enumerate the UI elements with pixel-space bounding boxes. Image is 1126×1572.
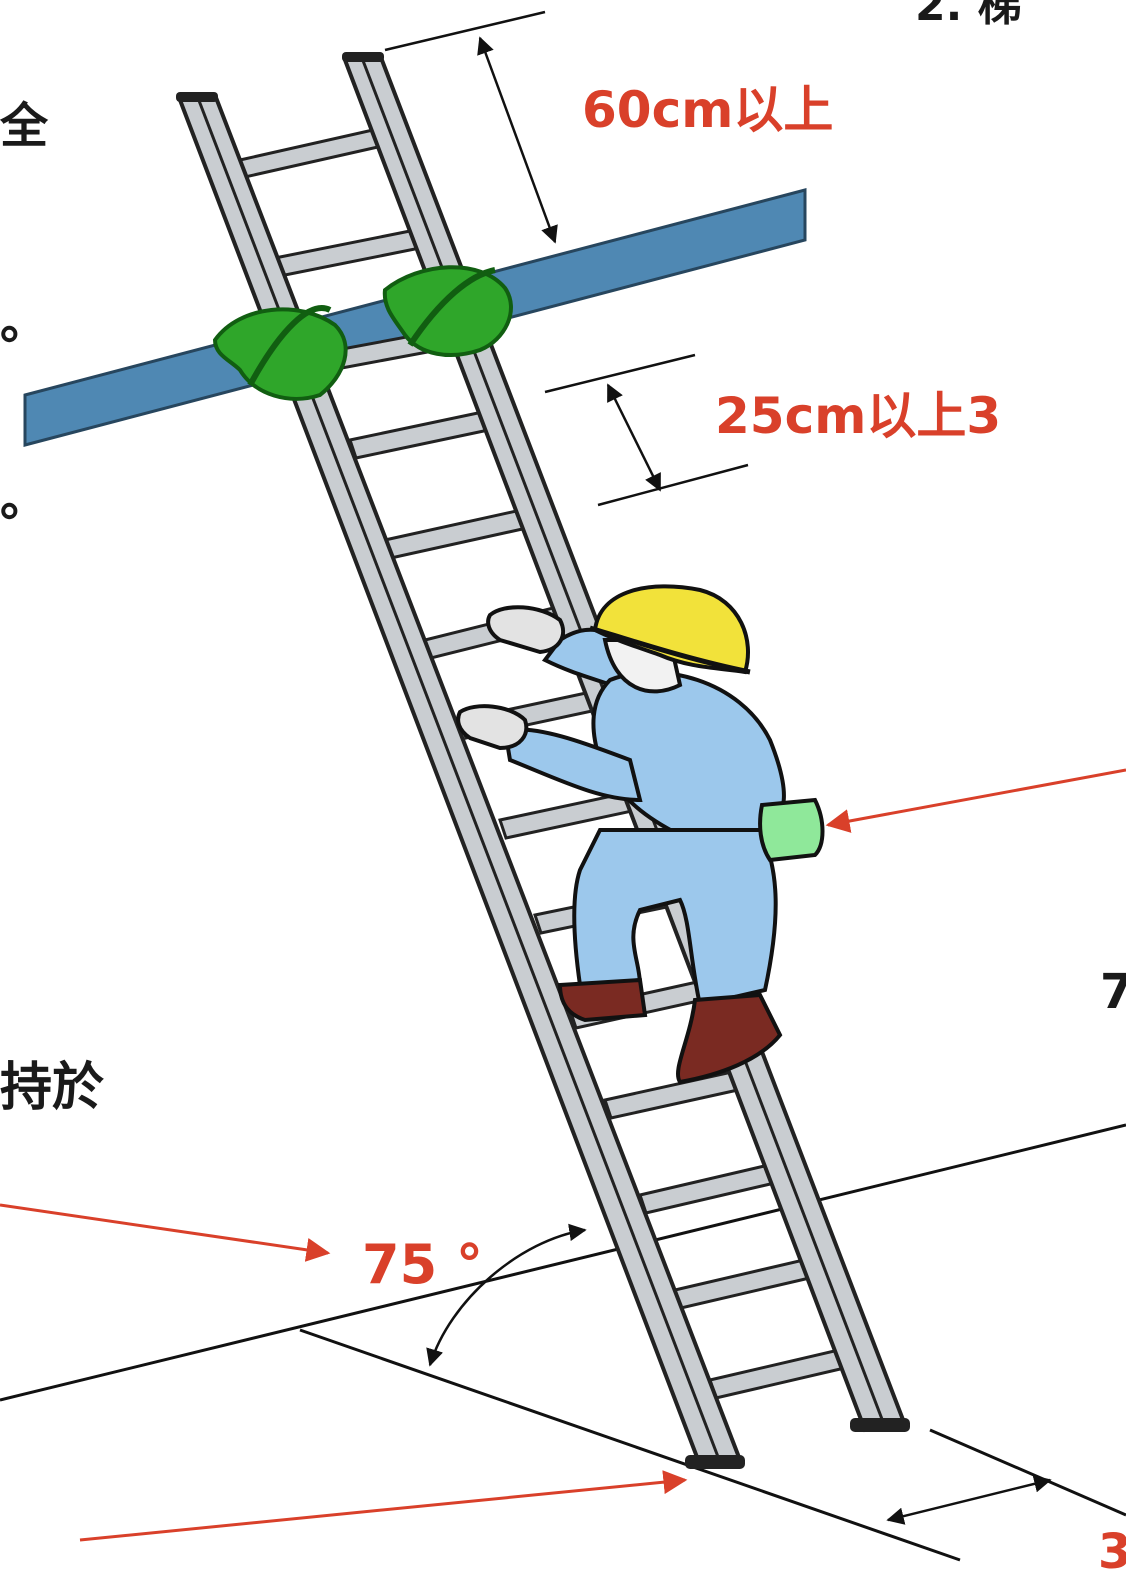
- label-bottom-right-fragment: 3: [1098, 1524, 1126, 1572]
- worker-arm-lower: [502, 727, 643, 803]
- dimension-top-extension: [384, 10, 558, 244]
- callout-arrow-angle: [0, 1203, 331, 1262]
- worker-boot-right: [676, 992, 783, 1085]
- worker-legs: [572, 828, 778, 1008]
- worker-glove-upper: [486, 605, 566, 655]
- ladder-foot-left: [685, 1455, 745, 1469]
- label-rung-spacing: 25cm以上3: [715, 387, 1001, 445]
- dimension-rung-spacing: [544, 353, 749, 507]
- ground-lines: [0, 1123, 1126, 1562]
- label-left-fragment-1: 全: [0, 98, 49, 154]
- worker-glove-lower: [456, 704, 529, 751]
- label-left-fragment-2: 。: [0, 294, 48, 350]
- helmet: [592, 584, 750, 675]
- label-corner-top-right: 2. 梯: [915, 0, 1022, 31]
- callout-arrow-foot: [79, 1470, 688, 1542]
- worker-boot-left: [557, 977, 648, 1023]
- angle-indicator: [426, 1223, 587, 1367]
- tool-pouch: [758, 797, 825, 863]
- label-left-fragment-4: 持於: [0, 1058, 104, 1118]
- worker-figure: [456, 584, 825, 1085]
- label-top-extension: 60cm以上: [582, 81, 833, 139]
- ladder-foot-right: [850, 1418, 910, 1432]
- dimension-base-spacing: [886, 1475, 1052, 1525]
- label-right-fragment-1: 7: [1100, 964, 1126, 1020]
- label-left-fragment-3: 。: [0, 471, 48, 527]
- callout-arrow-pouch: [825, 768, 1126, 833]
- rope-ties: [212, 265, 513, 401]
- callout-arrows: [0, 768, 1126, 1542]
- label-angle: 75 °: [362, 1233, 483, 1296]
